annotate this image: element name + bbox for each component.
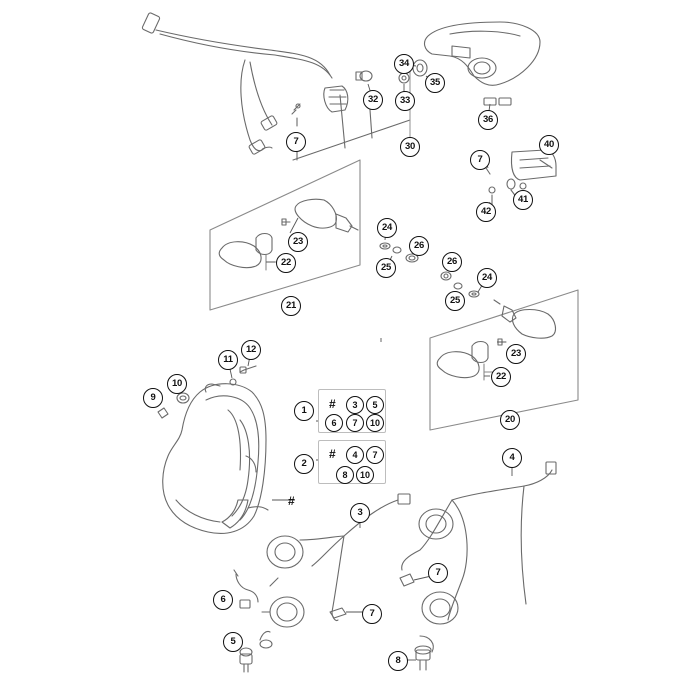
headlight-hash-label: # bbox=[288, 494, 295, 508]
bulb-h4-left bbox=[239, 647, 253, 673]
callout-41: 41 bbox=[513, 190, 533, 210]
harness-left bbox=[299, 493, 411, 622]
callout-26-left: 26 bbox=[409, 236, 429, 256]
callout-10: 10 bbox=[167, 374, 187, 394]
kit-1-item-hash: # bbox=[329, 397, 336, 411]
small-bulb-right bbox=[399, 573, 415, 587]
callout-23-right: 23 bbox=[506, 344, 526, 364]
harness-right bbox=[401, 461, 557, 621]
left-signal-screw bbox=[281, 218, 291, 226]
callout-32: 32 bbox=[363, 90, 383, 110]
headlight-adjusters bbox=[157, 365, 257, 419]
callout-24-right: 24 bbox=[477, 268, 497, 288]
right-signal-lens bbox=[436, 340, 489, 379]
kit-2-item-7: 7 bbox=[366, 446, 384, 464]
callout-26-right: 26 bbox=[442, 252, 462, 272]
kit-1-item-3: 3 bbox=[346, 396, 364, 414]
right-turn-signal-frame bbox=[429, 289, 579, 431]
left-turn-signal-frame bbox=[209, 159, 361, 311]
kit-1-item-5: 5 bbox=[366, 396, 384, 414]
callout-7-left-bulb: 7 bbox=[362, 604, 382, 624]
callout-21: 21 bbox=[281, 296, 301, 316]
lamp-socket bbox=[323, 85, 349, 113]
small-screw bbox=[291, 103, 301, 115]
headlight-housing bbox=[162, 383, 269, 534]
kit-2-item-8: 8 bbox=[336, 466, 354, 484]
kit-2-item-4: 4 bbox=[346, 446, 364, 464]
right-nuts-washers bbox=[440, 271, 480, 298]
callout-42: 42 bbox=[476, 202, 496, 222]
callout-40: 40 bbox=[539, 135, 559, 155]
callout-30: 30 bbox=[400, 137, 420, 157]
bulb-holder-left-upper bbox=[266, 535, 304, 569]
callout-36: 36 bbox=[478, 110, 498, 130]
small-bulb-left bbox=[329, 607, 347, 619]
bulb-holder-right-upper bbox=[418, 508, 454, 540]
callout-22-left: 22 bbox=[276, 253, 296, 273]
callout-34: 34 bbox=[394, 54, 414, 74]
kit-1-item-7: 7 bbox=[346, 414, 364, 432]
callout-8: 8 bbox=[388, 651, 408, 671]
bulb-holder-left-lower bbox=[261, 596, 305, 628]
left-turn-signal bbox=[294, 198, 359, 233]
callout-7-right-bulb: 7 bbox=[428, 563, 448, 583]
callout-7-reflector: 7 bbox=[470, 150, 490, 170]
callout-5: 5 bbox=[223, 632, 243, 652]
left-signal-lens bbox=[218, 232, 273, 269]
callout-1: 1 bbox=[294, 401, 314, 421]
callout-7-rear: 7 bbox=[286, 132, 306, 152]
kit-2-item-10: 10 bbox=[356, 466, 374, 484]
callout-4: 4 bbox=[502, 448, 522, 468]
kit-1-item-6: 6 bbox=[325, 414, 343, 432]
callout-12: 12 bbox=[241, 340, 261, 360]
callout-3: 3 bbox=[350, 503, 370, 523]
callout-6: 6 bbox=[213, 590, 233, 610]
callout-35: 35 bbox=[425, 73, 445, 93]
callout-33: 33 bbox=[395, 91, 415, 111]
callout-23-left: 23 bbox=[288, 232, 308, 252]
kit-2-item-hash: # bbox=[329, 447, 336, 461]
pigtail-left bbox=[233, 569, 279, 649]
rear-wiring-harness bbox=[141, 12, 333, 155]
callout-22-right: 22 bbox=[491, 367, 511, 387]
kit-1-item-10: 10 bbox=[366, 414, 384, 432]
bulb-holder-right-lower bbox=[421, 591, 459, 625]
callout-24-left: 24 bbox=[377, 218, 397, 238]
small-bulb bbox=[355, 70, 373, 82]
callout-11: 11 bbox=[218, 350, 238, 370]
tail-light-housing bbox=[423, 21, 541, 86]
callout-25-left: 25 bbox=[376, 258, 396, 278]
callout-20: 20 bbox=[500, 410, 520, 430]
callout-2: 2 bbox=[294, 454, 314, 474]
right-turn-signal bbox=[493, 299, 557, 339]
callout-25-right: 25 bbox=[445, 291, 465, 311]
callout-9: 9 bbox=[143, 388, 163, 408]
clip-pair bbox=[483, 97, 512, 106]
bulb-h4-right bbox=[414, 635, 434, 671]
